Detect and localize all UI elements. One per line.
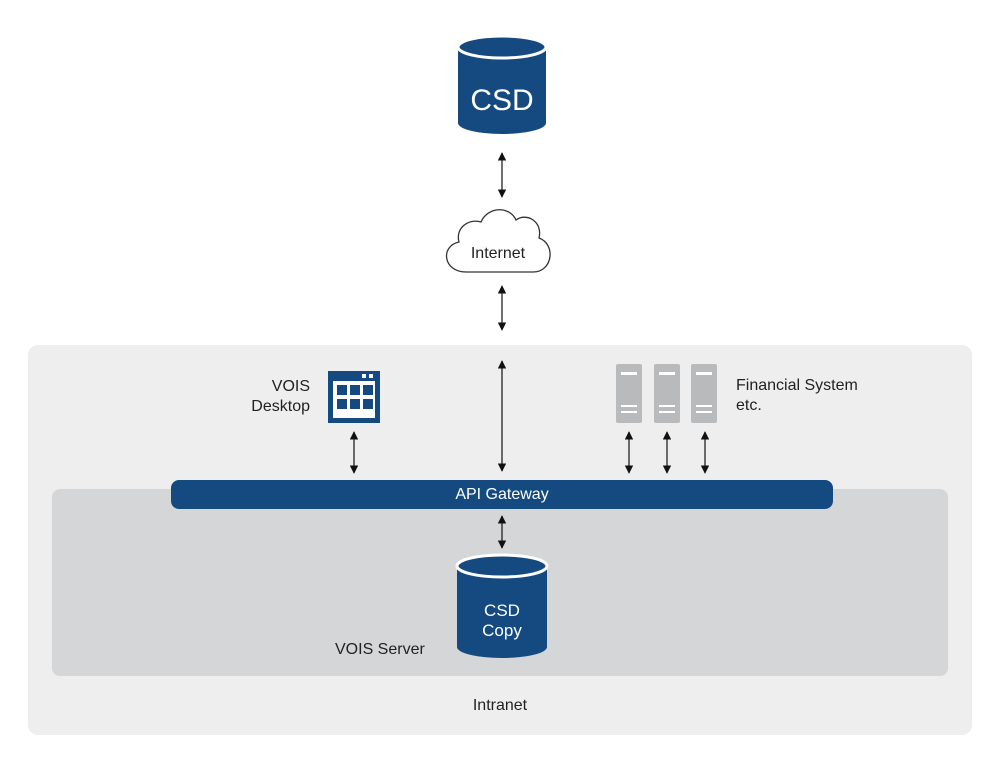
vois-server-label: VOIS Server (335, 641, 425, 658)
server-rack-icon (654, 364, 680, 423)
csd-label: CSD (470, 84, 533, 117)
financial-system-label: Financial System etc. (736, 377, 858, 414)
csd-copy-label-1: CSD (484, 601, 520, 620)
csd-copy-label-2: Copy (482, 621, 522, 640)
api-gateway-label: API Gateway (455, 485, 549, 503)
api-gateway-bar: API Gateway (171, 480, 833, 509)
cloud-icon: Internet (445, 209, 551, 273)
csd-database-icon: CSD (456, 34, 548, 134)
vois-desktop-label: VOIS Desktop (251, 378, 310, 415)
intranet-label: Intranet (472, 697, 528, 714)
internet-label: Internet (471, 245, 526, 262)
server-rack-icon (616, 364, 642, 423)
server-rack-icon (691, 364, 717, 423)
app-window-icon (328, 371, 380, 423)
csd-copy-database-icon: CSD Copy (455, 553, 549, 658)
